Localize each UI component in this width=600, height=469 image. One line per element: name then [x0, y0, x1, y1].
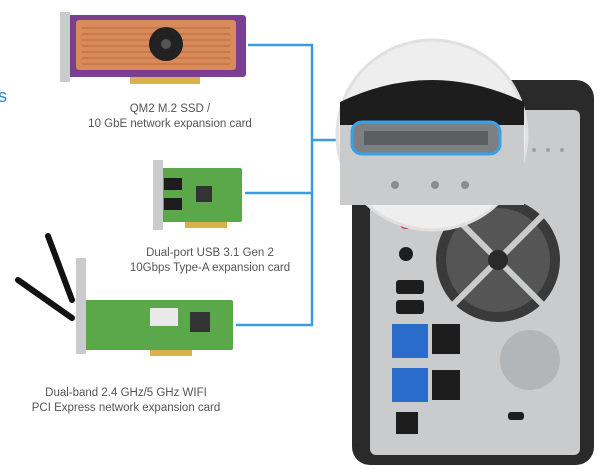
usb-port-2	[164, 198, 182, 210]
connector-lines	[236, 43, 350, 327]
usb-caption-line-2: 10Gbps Type-A expansion card	[129, 262, 291, 274]
connector-wifi	[236, 140, 314, 327]
usb-ports-upper	[392, 324, 428, 358]
ssd-expansion-card	[60, 12, 246, 84]
usb-card-caption: Dual-port USB 3.1 Gen 2 10Gbps Type-A ex…	[110, 246, 310, 276]
cropped-text-fragment: s	[0, 86, 7, 106]
usb-card-bracket	[153, 160, 163, 230]
zoom-chassis-top	[340, 80, 524, 125]
wifi-card-label	[150, 308, 178, 326]
wifi-card-caption: Dual-band 2.4 GHz/5 GHz WIFI PCI Express…	[0, 386, 252, 416]
ssd-card-pcie-contacts	[130, 77, 200, 84]
wifi-card-bracket	[76, 258, 86, 354]
ethernet-port-1	[432, 324, 460, 354]
usb-controller-chip	[196, 186, 212, 202]
usb-caption-line-1: Dual-port USB 3.1 Gen 2	[146, 247, 274, 259]
ethernet-port-2	[432, 370, 460, 400]
wifi-card-pcie-contacts	[150, 350, 192, 356]
pcie-slot-zoom	[335, 38, 529, 232]
wifi-caption-line-1: Dual-band 2.4 GHz/5 GHz WIFI	[45, 387, 207, 399]
usb-expansion-card	[153, 160, 242, 230]
ssd-card-bracket	[60, 12, 70, 82]
antenna-1	[45, 233, 75, 303]
kensington-slot	[508, 412, 524, 420]
ssd-caption-line-1: QM2 M.2 SSD /	[129, 103, 211, 115]
ssd-caption-line-2: 10 GbE network expansion card	[88, 118, 252, 130]
usb-port-1	[164, 178, 182, 190]
hdmi-port-2	[396, 300, 424, 314]
hdmi-port-1	[396, 280, 424, 294]
power-port	[396, 412, 418, 434]
wifi-chip	[190, 312, 210, 332]
audio-in-port	[399, 247, 413, 261]
wifi-caption-line-2: PCI Express network expansion card	[31, 402, 221, 414]
usb-ports-lower	[392, 368, 428, 402]
speaker-grille	[500, 330, 560, 390]
ssd-card-caption: QM2 M.2 SSD / 10 GbE network expansion c…	[70, 102, 270, 132]
antenna-2	[15, 277, 75, 321]
wifi-expansion-card	[15, 233, 233, 356]
usb-card-pcie-contacts	[185, 222, 227, 228]
connector-ssd	[248, 43, 350, 142]
